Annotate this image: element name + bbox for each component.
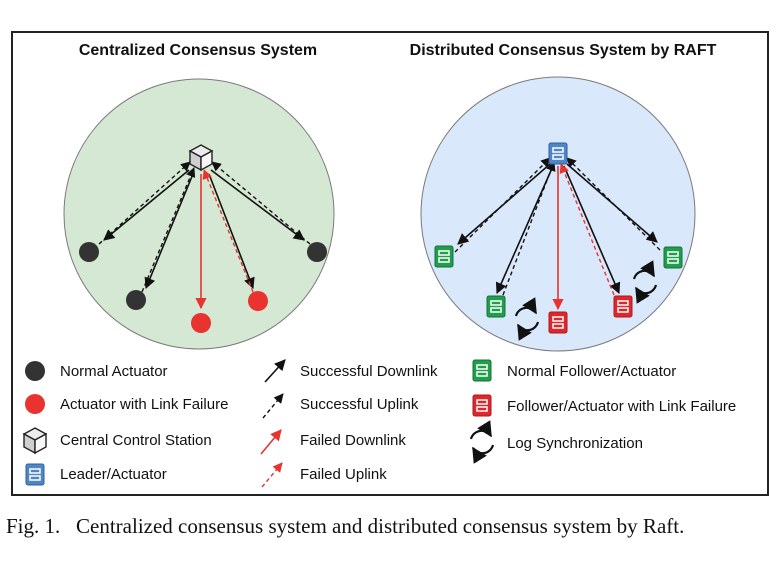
normal-follower-left <box>434 245 454 268</box>
distributed-panel <box>420 76 696 352</box>
legend-normal-actuator-icon <box>25 361 45 381</box>
log-sync-icon-right <box>632 260 658 304</box>
legend-log-sync-label: Log Synchronization <box>507 435 643 452</box>
raft-failed-uplink <box>559 163 615 296</box>
raft-uplink-right <box>566 157 661 251</box>
uplink-from-right-actuator <box>211 161 311 245</box>
figure-caption: Fig. 1. Centralized consensus system and… <box>6 512 776 540</box>
raft-uplink-left <box>454 157 551 253</box>
failed-follower-bottom-center <box>548 311 568 334</box>
centralized-area-disc <box>63 78 335 350</box>
legend-successful-downlink-label: Successful Downlink <box>300 363 438 380</box>
caption-label: Fig. 1. <box>6 514 61 538</box>
figure-frame <box>11 31 769 496</box>
uplink-from-bottom-left-actuator <box>141 167 196 293</box>
normal-follower-bottom-left <box>486 295 506 318</box>
legend-failed-actuator-icon <box>25 394 45 414</box>
legend-failed-downlink-label: Failed Downlink <box>300 432 406 449</box>
legend-failed-downlink-icon <box>260 429 282 455</box>
raft-downlink-right <box>566 163 658 243</box>
leader-server-icon <box>548 142 568 165</box>
normal-actuator-left <box>79 242 99 262</box>
legend-log-sync-icon <box>469 420 495 464</box>
distributed-title: Distributed Consensus System by RAFT <box>410 42 717 59</box>
caption-text: Centralized consensus system and distrib… <box>76 514 685 538</box>
failed-uplink <box>202 169 254 293</box>
legend-failed-uplink-label: Failed Uplink <box>300 466 387 483</box>
normal-actuator-right <box>307 242 327 262</box>
legend-normal-actuator-label: Normal Actuator <box>60 363 168 380</box>
legend-failed-actuator-label: Actuator with Link Failure <box>60 396 228 413</box>
legend-failed-follower-icon <box>472 394 492 417</box>
downlink-to-bottom-left-actuator <box>144 173 194 290</box>
legend-normal-follower-icon <box>472 359 492 382</box>
centralized-panel <box>63 78 335 350</box>
legend-successful-uplink-label: Successful Uplink <box>300 396 419 413</box>
downlink-to-right-actuator <box>210 169 305 241</box>
central-station-icon <box>188 144 214 172</box>
raft-downlink-left <box>457 163 551 245</box>
failed-follower-bottom-right <box>613 295 633 318</box>
normal-follower-right <box>663 246 683 269</box>
legend-successful-uplink-icon <box>262 393 284 419</box>
legend-leader-icon <box>25 463 45 486</box>
legend-leader-label: Leader/Actuator <box>60 466 167 483</box>
legend-failed-follower-label: Follower/Actuator with Link Failure <box>507 398 736 415</box>
raft-uplink-bottom-left <box>502 161 556 296</box>
centralized-title: Centralized Consensus System <box>79 42 317 59</box>
normal-actuator-bottom-left <box>126 290 146 310</box>
failed-actuator-bottom-right <box>248 291 268 311</box>
raft-downlink-bottom-right <box>563 165 621 295</box>
legend-central-station-label: Central Control Station <box>60 432 212 449</box>
failed-actuator-bottom-center <box>191 313 211 333</box>
legend: Normal Actuator Actuator with Link Failu… <box>22 359 736 488</box>
log-sync-icon-bottom <box>514 297 540 341</box>
downlink-to-left-actuator <box>103 169 190 241</box>
legend-failed-uplink-icon <box>261 462 283 488</box>
legend-normal-follower-label: Normal Follower/Actuator <box>507 363 676 380</box>
legend-successful-downlink-icon <box>264 359 286 383</box>
downlink-to-bottom-right-actuator <box>208 173 255 290</box>
legend-central-station-icon <box>22 427 48 455</box>
